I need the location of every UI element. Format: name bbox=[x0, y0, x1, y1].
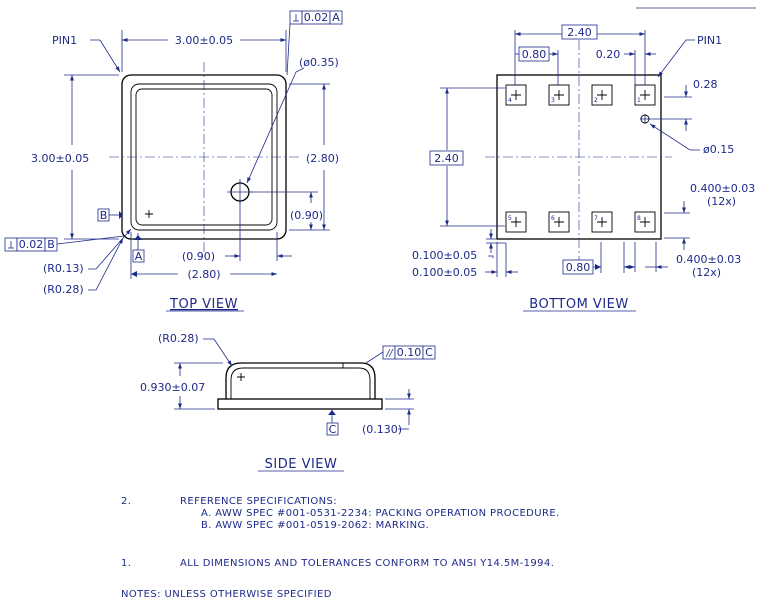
pad-center-mark bbox=[597, 90, 607, 100]
pin-number: 3 bbox=[551, 97, 555, 104]
top-r-inner: (R0.13) bbox=[43, 262, 84, 275]
top-flatness-value: 0.02 bbox=[304, 11, 329, 24]
pad-bottom-3 bbox=[591, 211, 613, 233]
pad-top-2 bbox=[548, 84, 570, 106]
pin-number: 2 bbox=[594, 97, 598, 104]
bottom-edge-dim: 0.28 bbox=[693, 78, 718, 91]
side-view-label: SIDE VIEW bbox=[265, 457, 338, 472]
top-perp-ref: B bbox=[47, 238, 55, 251]
top-datum-a: A bbox=[135, 250, 143, 263]
top-width-dim: 3.00±0.05 bbox=[175, 34, 233, 47]
pad-center-mark bbox=[597, 217, 607, 227]
top-r-outer: (R0.28) bbox=[43, 283, 84, 296]
top-view: 3.00±0.05 0.02 A PIN1 3.00±0.05 (ø0.35) … bbox=[4, 10, 343, 312]
bottom-offset2-dim: 0.100±0.05 bbox=[412, 266, 477, 279]
bottom-pad-top-qty: (12x) bbox=[707, 195, 736, 208]
bottom-via-dim: ø0.15 bbox=[703, 143, 734, 156]
note1-text: ALL DIMENSIONS AND TOLERANCES CONFORM TO… bbox=[180, 558, 554, 569]
top-hole-dia: (ø0.35) bbox=[299, 56, 339, 69]
side-base-dim: (0.130) bbox=[362, 423, 402, 436]
pad-center-mark bbox=[511, 217, 521, 227]
bottom-pad-bottom-qty: (12x) bbox=[692, 266, 721, 279]
pad-bottom-1 bbox=[505, 211, 527, 233]
bottom-view-label: BOTTOM VIEW bbox=[529, 297, 628, 312]
notes-header: NOTES: UNLESS OTHERWISE SPECIFIED bbox=[121, 589, 332, 600]
side-datum-c: C bbox=[329, 423, 337, 436]
top-perp-value: 0.02 bbox=[19, 238, 44, 251]
pin-number: 5 bbox=[508, 215, 512, 222]
pad-bottom-2 bbox=[548, 211, 570, 233]
top-inner-height-dim: (2.80) bbox=[306, 152, 339, 165]
side-parallel-ref: C bbox=[425, 346, 433, 359]
side-parallel-value: 0.10 bbox=[397, 346, 422, 359]
bottom-pitch-dim: 0.80 bbox=[522, 48, 547, 61]
bottom-pad-top-dim: 0.400±0.03 bbox=[690, 182, 755, 195]
top-flatness-ref: A bbox=[332, 11, 340, 24]
pin-number: 7 bbox=[594, 215, 598, 222]
top-datum-b: B bbox=[100, 209, 108, 222]
pin-number: 6 bbox=[551, 215, 555, 222]
side-base bbox=[217, 398, 383, 410]
note2-b: B. AWW SPEC #001-0519-2062: MARKING. bbox=[201, 520, 429, 531]
note2-title: REFERENCE SPECIFICATIONS: bbox=[180, 496, 337, 507]
bottom-span-dim: 2.40 bbox=[567, 26, 592, 39]
notes: 2. REFERENCE SPECIFICATIONS: A. AWW SPEC… bbox=[121, 496, 560, 600]
side-radius-dim: (R0.28) bbox=[158, 332, 199, 345]
pin-number: 4 bbox=[508, 97, 512, 104]
pad-top-3 bbox=[591, 84, 613, 106]
note1-number: 1. bbox=[121, 558, 131, 569]
top-height-dim: 3.00±0.05 bbox=[31, 152, 89, 165]
bottom-gap-dim: 0.20 bbox=[596, 48, 621, 61]
side-view: (R0.28) 0.10 C 0.930±0.07 C (0.130) SIDE… bbox=[140, 332, 436, 472]
top-pin1-label: PIN1 bbox=[52, 34, 77, 47]
bottom-pitch-bottom-dim: 0.80 bbox=[566, 261, 591, 274]
pad-center-mark bbox=[511, 90, 521, 100]
side-height-dim: 0.930±0.07 bbox=[140, 381, 205, 394]
bottom-offset1-dim: 0.100±0.05 bbox=[412, 249, 477, 262]
top-view-label: TOP VIEW bbox=[169, 297, 238, 312]
pad-center-mark bbox=[640, 217, 650, 227]
top-hole-y-dim: (0.90) bbox=[290, 209, 323, 222]
top-inner-width-dim: (2.80) bbox=[187, 268, 220, 281]
note2-a: A. AWW SPEC #001-0531-2234: PACKING OPER… bbox=[201, 508, 560, 519]
top-hole-x-dim: (0.90) bbox=[182, 250, 215, 263]
pad-top-1 bbox=[505, 84, 527, 106]
side-lid bbox=[225, 362, 376, 399]
bottom-height-dim: 2.40 bbox=[434, 152, 459, 165]
pad-center-mark bbox=[554, 90, 564, 100]
pad-bottom-4 bbox=[634, 211, 656, 233]
note2-number: 2. bbox=[121, 496, 131, 507]
pad-center-mark bbox=[640, 90, 650, 100]
pin-number: 8 bbox=[637, 215, 641, 222]
bottom-pad-bottom-dim: 0.400±0.03 bbox=[676, 253, 741, 266]
pad-center-mark bbox=[554, 217, 564, 227]
bottom-pin1-label: PIN1 bbox=[697, 34, 722, 47]
pin-number: 1 bbox=[637, 97, 641, 104]
